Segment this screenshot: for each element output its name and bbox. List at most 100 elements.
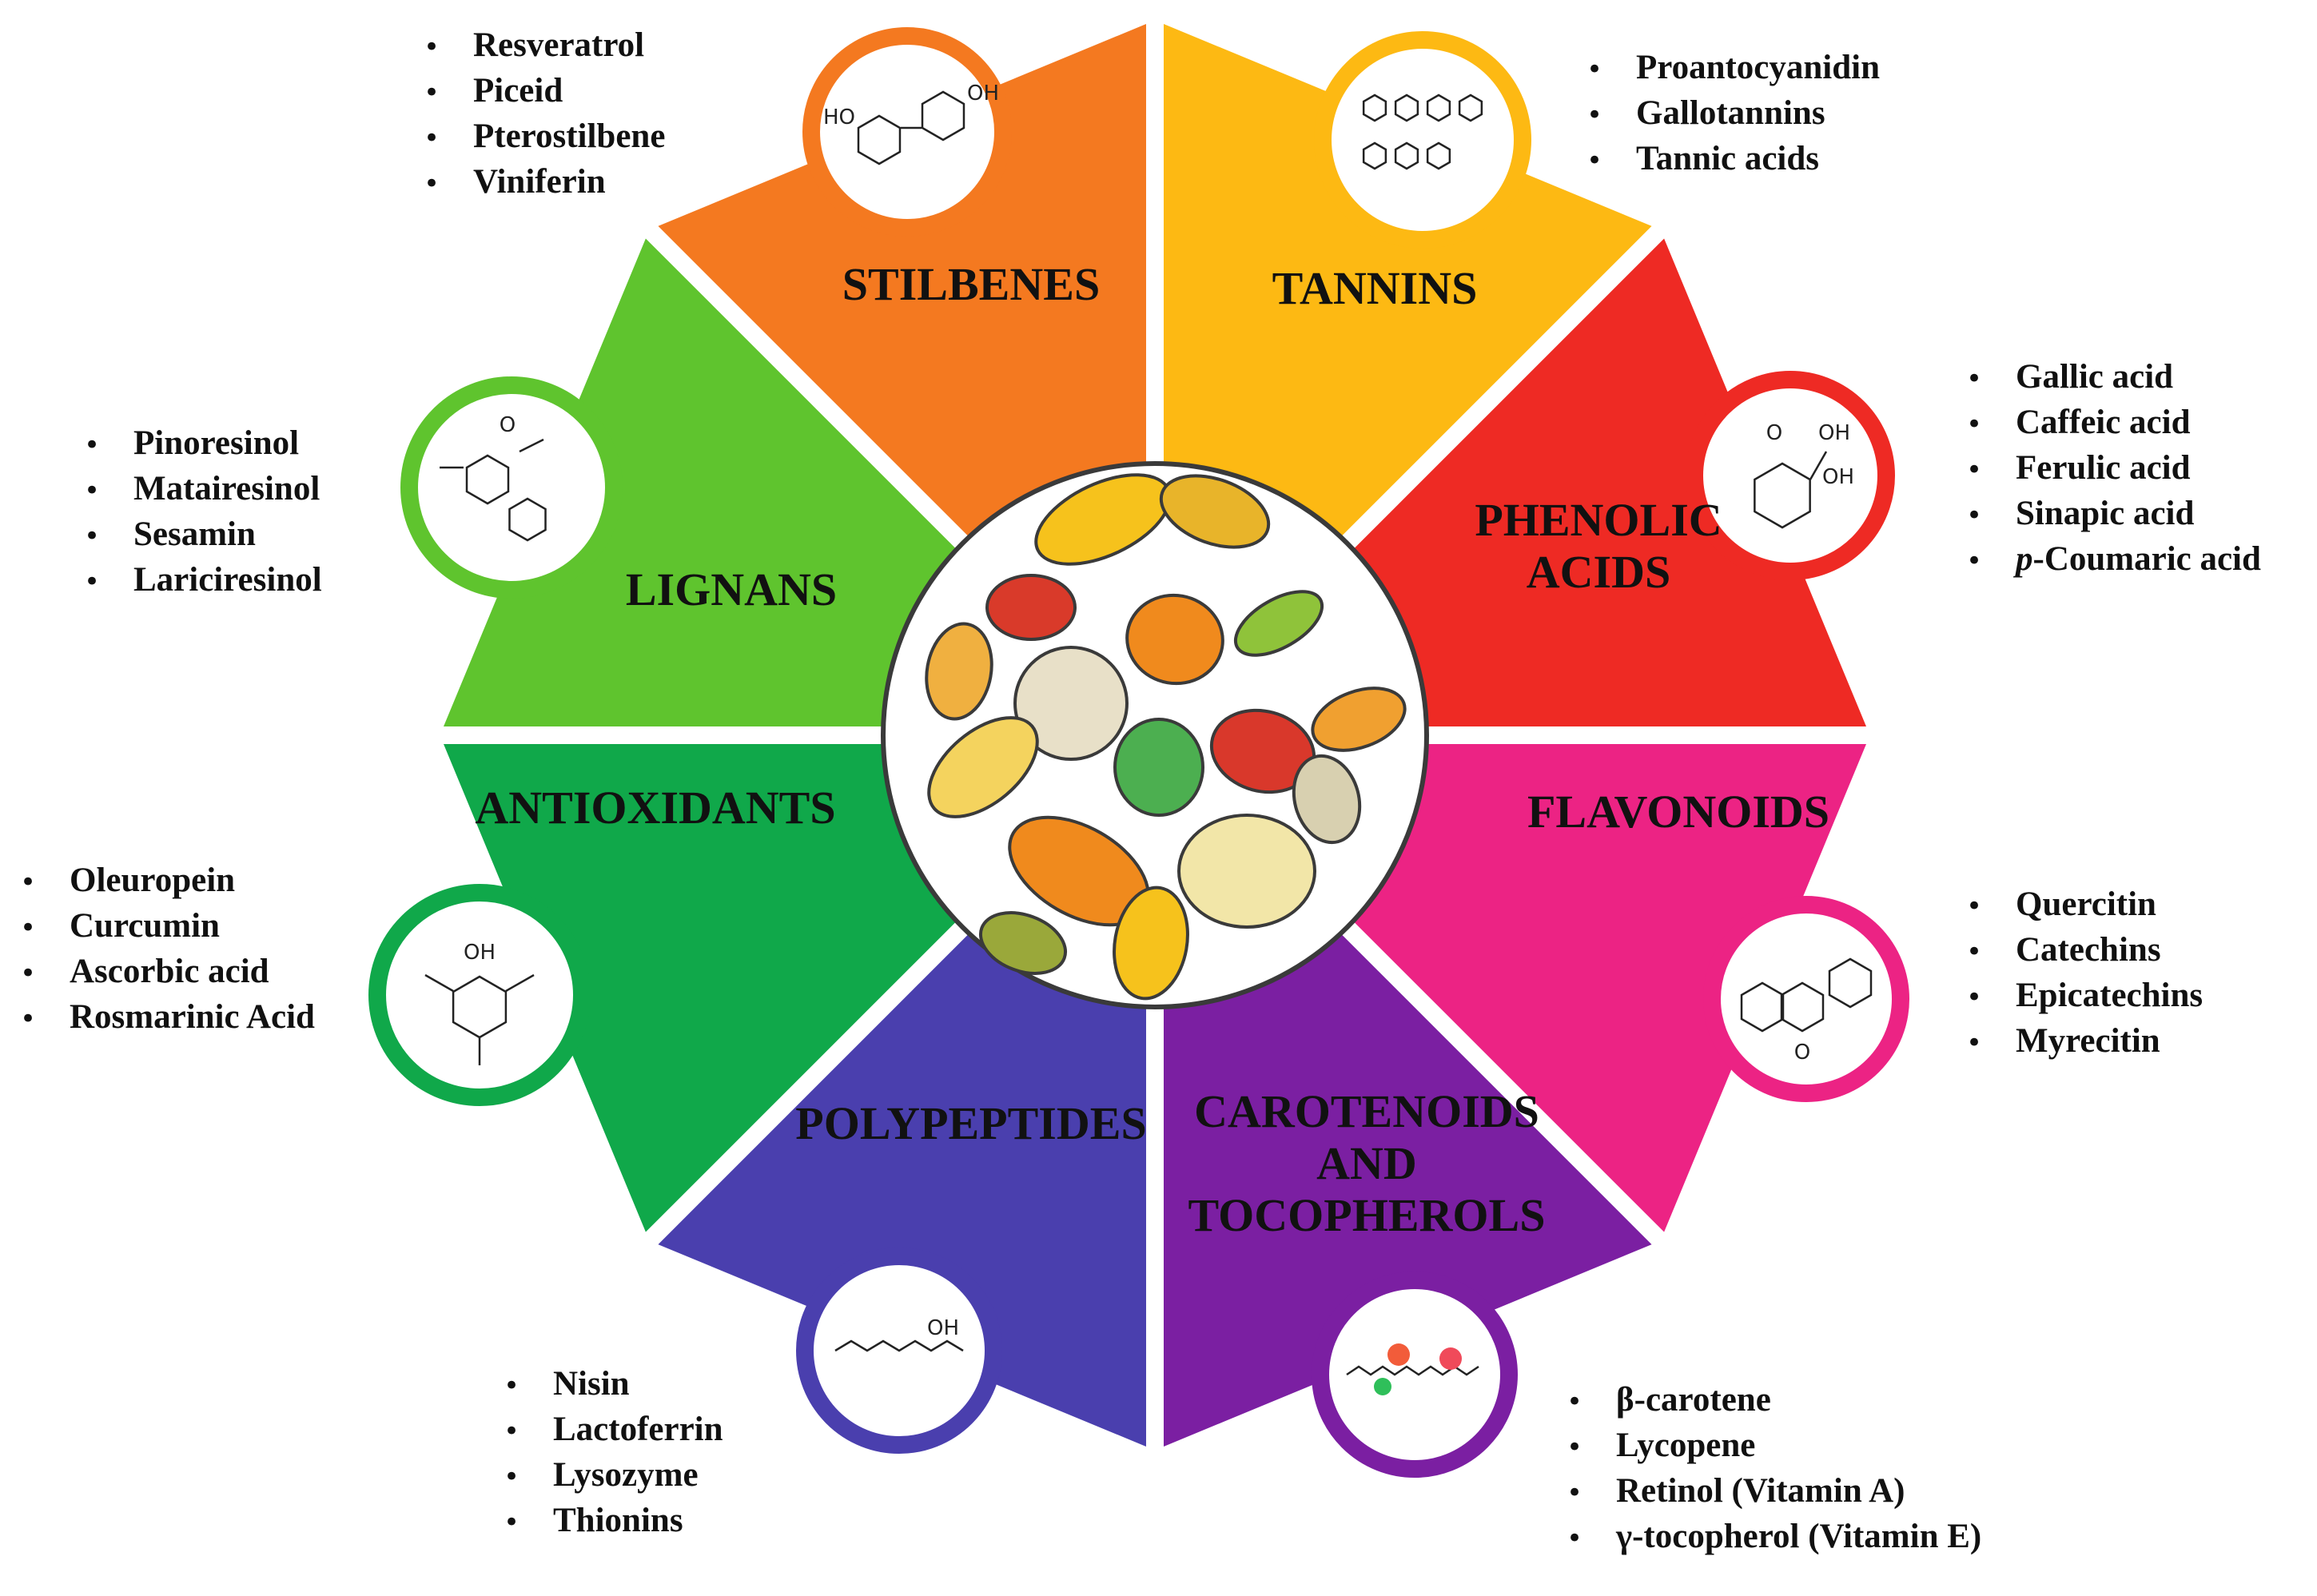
compound-list-carotenoids: •β-carotene•Lycopene•Retinol (Vitamin A)… — [1567, 1381, 1981, 1555]
segment-phenolic-acids — [1348, 238, 1866, 726]
segment-antioxidants — [444, 744, 962, 1232]
food-scrap — [1113, 886, 1189, 1001]
wheel-segments — [444, 24, 1866, 1447]
compound-list-tannins: •Proantocyanidin•Gallotannins•Tannic aci… — [1586, 49, 1880, 177]
bullet-icon: • — [20, 912, 36, 944]
compound-item: Ferulic acid — [2016, 449, 2191, 487]
food-scrap — [1311, 687, 1407, 752]
bullet-icon: • — [20, 1003, 36, 1035]
segment-label-lignans: LIGNANS — [626, 563, 837, 615]
compound-item: Epicatechins — [2016, 977, 2203, 1014]
bullet-icon: • — [1966, 499, 1982, 531]
compound-lists: •Resveratrol•Piceid•Pterostilbene•Vinife… — [20, 26, 2261, 1555]
compound-item: Resveratrol — [473, 26, 644, 64]
molecule-circle-lignans: O — [400, 376, 623, 599]
compound-item: Oleuropein — [70, 862, 235, 899]
svg-text:OH: OH — [1818, 421, 1850, 445]
compound-item: Retinol (Vitamin A) — [1616, 1472, 1905, 1510]
segment-label-antioxidants: ANTIOXIDANTS — [475, 782, 835, 834]
svg-text:O: O — [500, 413, 516, 437]
compound-item: Myrecitin — [2016, 1022, 2160, 1060]
bullet-icon: • — [1966, 363, 1982, 395]
svg-text:OH: OH — [464, 941, 496, 965]
food-scrap — [1292, 754, 1362, 845]
compound-item: Catechins — [2016, 931, 2161, 969]
compound-item: β-carotene — [1616, 1381, 1771, 1419]
svg-text:OH: OH — [967, 82, 999, 105]
compound-item: p-Coumaric acid — [2012, 540, 2261, 578]
molecule-circle-flavonoids: O — [1703, 896, 1909, 1102]
food-scrap — [1125, 593, 1224, 686]
food-scrap — [1113, 718, 1204, 817]
molecule-circle-polypeptides: OH — [796, 1248, 1002, 1454]
segment-carotenoids — [1164, 928, 1652, 1447]
segment-flavonoids — [1348, 744, 1866, 1232]
segment-label-polypeptides: POLYPEPTIDES — [795, 1097, 1146, 1149]
food-waste-center — [881, 461, 1429, 1009]
bullet-icon: • — [504, 1415, 520, 1447]
compound-item: Lariciresinol — [133, 561, 322, 599]
compound-list-antioxidants: • Oleuropein • Curcumin • Ascorbic acid • Rosma… — [20, 862, 315, 1036]
compound-list-flavonoids: •Quercitin•Catechins•Epicatechins•Myreci… — [1966, 886, 2203, 1060]
food-scrap — [927, 716, 1039, 818]
food-scrap — [1177, 814, 1316, 929]
food-scrap — [978, 911, 1068, 975]
bullet-icon: • — [504, 1506, 520, 1538]
food-scrap — [985, 574, 1077, 641]
segment-lignans — [444, 238, 962, 726]
molecule-circle-phenolic-acids: OH O OH — [1686, 371, 1895, 580]
compound-item: Lysozyme — [553, 1456, 699, 1494]
compound-item: Pterostilbene — [473, 117, 665, 155]
compound-item: Viniferin — [473, 163, 606, 201]
segment-label-tannins: TANNINS — [1272, 262, 1478, 314]
molecule-circle-tannins — [1314, 31, 1531, 249]
compound-item: Lactoferrin — [553, 1411, 723, 1448]
bullet-icon: • — [84, 475, 100, 507]
compound-item: Curcumin — [70, 907, 220, 945]
compound-item: Nisin — [553, 1365, 630, 1403]
bullet-icon: • — [504, 1370, 520, 1402]
segment-polypeptides — [658, 928, 1146, 1447]
compound-item: Ascorbic acid — [70, 953, 269, 990]
bullet-icon: • — [1586, 145, 1602, 177]
compound-list-phenolic-acids: • Gallic acid • Caffeic acid • Ferulic acid • S… — [1966, 358, 2261, 578]
bullet-icon: • — [20, 866, 36, 898]
compound-item: γ-tocopherol (Vitamin E) — [1615, 1518, 1981, 1555]
food-scrap — [925, 622, 993, 721]
compound-item: Caffeic acid — [2016, 404, 2191, 441]
bullet-icon: • — [424, 31, 440, 63]
svg-text:O: O — [1766, 421, 1782, 445]
food-scrap — [1233, 590, 1324, 657]
compound-item: Proantocyanidin — [1636, 49, 1880, 86]
bullet-icon: • — [1966, 1027, 1982, 1059]
segment-tannins — [1164, 24, 1652, 543]
bullet-icon: • — [84, 566, 100, 598]
bullet-icon: • — [1966, 454, 1982, 486]
bullet-icon: • — [1966, 981, 1982, 1013]
svg-text:OH: OH — [1822, 465, 1854, 489]
bullet-icon: • — [1567, 1477, 1582, 1509]
compound-list-stilbenes: •Resveratrol•Piceid•Pterostilbene•Vinife… — [424, 26, 665, 201]
bullet-icon: • — [1586, 99, 1602, 131]
compound-item: Thionins — [553, 1502, 683, 1539]
bullet-icon: • — [424, 168, 440, 200]
bullet-icon: • — [424, 77, 440, 109]
bullet-icon: • — [504, 1461, 520, 1493]
bullet-icon: • — [1586, 54, 1602, 86]
bullet-icon: • — [20, 957, 36, 989]
compound-item: Tannic acids — [1636, 140, 1819, 177]
compound-list-lignans: •Pinoresinol•Matairesinol•Sesamin•Larici… — [84, 424, 322, 599]
compound-item: Sesamin — [133, 515, 256, 553]
bullet-icon: • — [1966, 890, 1982, 922]
compound-item: Matairesinol — [133, 470, 320, 507]
bullet-icon: • — [1567, 1522, 1582, 1554]
bullet-icon: • — [84, 520, 100, 552]
bullet-icon: • — [84, 429, 100, 461]
compound-item: Sinapic acid — [2016, 495, 2195, 532]
bullet-icon: • — [1567, 1431, 1582, 1463]
bullet-icon: • — [1966, 545, 1982, 577]
compound-item: Gallic acid — [2016, 358, 2173, 396]
compound-item: Rosmarinic Acid — [70, 998, 315, 1036]
